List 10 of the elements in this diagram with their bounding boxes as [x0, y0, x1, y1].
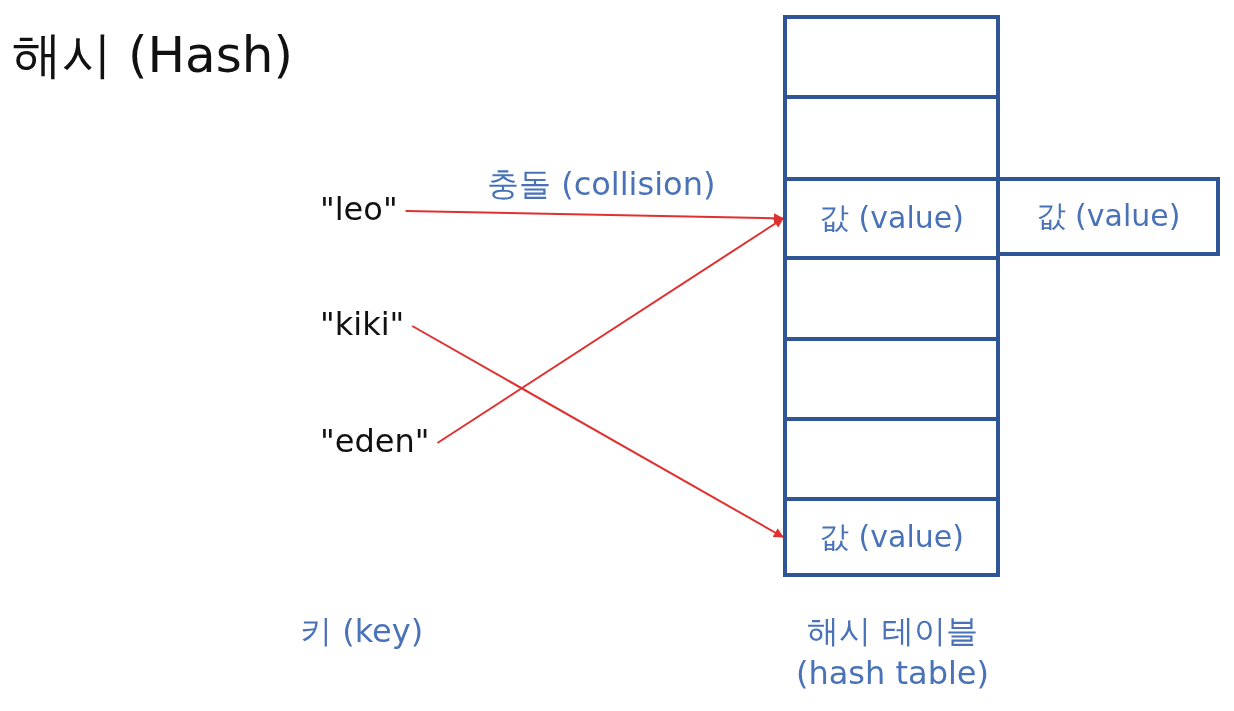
arrow — [411, 325, 784, 538]
key-text: "eden" — [320, 422, 430, 460]
diagram-title: 해시 (Hash) — [12, 25, 293, 86]
collision-label: 충돌 (collision) — [487, 164, 716, 205]
arrow — [436, 217, 784, 444]
arrow — [404, 210, 784, 224]
key-text: "kiki" — [320, 305, 405, 343]
hash-table-caption: 해시 테이블 (hash table) — [795, 611, 990, 692]
key-caption: 키 (key) — [300, 611, 424, 652]
key-text: "leo" — [320, 190, 398, 228]
